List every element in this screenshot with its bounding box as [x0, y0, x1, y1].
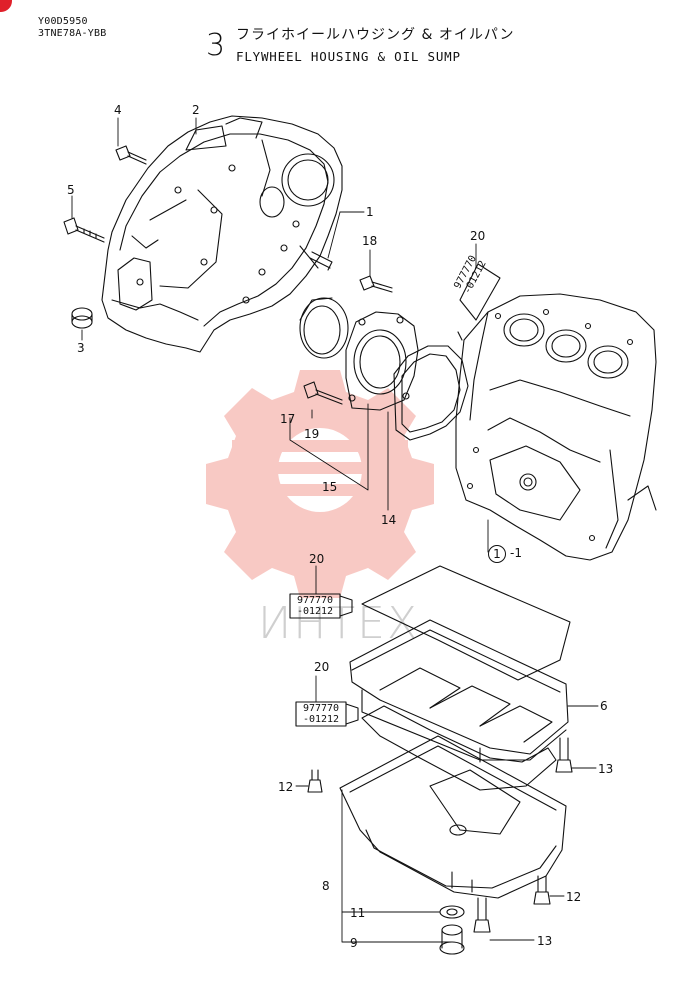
reference-circle-number: 1 — [493, 547, 501, 561]
leader-lines — [71, 117, 599, 943]
drain-washer — [439, 905, 465, 919]
oil-seal — [299, 297, 349, 359]
bolt-12-right — [533, 875, 551, 905]
tube-code-line2: -01212 — [302, 714, 340, 725]
callout-14: 14 — [381, 513, 397, 527]
cylinder-block — [455, 293, 657, 561]
section-number: 3 — [206, 28, 226, 63]
callout-20-middle: 20 — [309, 552, 325, 566]
bolt-18 — [359, 275, 393, 293]
upper-oil-pan — [349, 619, 569, 763]
engine-model: 3TNE78A-YBB — [38, 28, 107, 39]
callout-13-upper: 13 — [598, 762, 614, 776]
callout-12-right: 12 — [566, 890, 582, 904]
callout-19: 19 — [304, 427, 320, 441]
title-japanese: フライホイールハウジング & オイルパン — [236, 27, 515, 43]
plug-3 — [71, 307, 93, 329]
callout-15: 15 — [322, 480, 338, 494]
callout-9: 9 — [350, 936, 358, 950]
drain-plug — [439, 924, 465, 955]
callout-20-top: 20 — [470, 229, 486, 243]
tube-code-line1: 977770 — [296, 595, 334, 606]
upper-pan-gasket — [361, 565, 571, 681]
sealant-tube-label-middle: 977770 -01212 — [290, 595, 340, 617]
tube-code-line2: -01212 — [296, 606, 334, 617]
bolt-4 — [115, 145, 147, 165]
bolt-5 — [63, 217, 105, 243]
rear-gasket — [393, 345, 469, 441]
document-code: Y00D5950 — [38, 16, 88, 27]
flywheel-housing — [101, 115, 343, 353]
reference-suffix: -1 — [510, 546, 522, 560]
sealant-tube-top-shape — [457, 263, 501, 341]
seal-retainer — [345, 311, 419, 411]
reference-circle: 1 — [488, 545, 506, 563]
callout-12-left: 12 — [278, 780, 294, 794]
sealant-tube-label-lower: 977770 -01212 — [296, 703, 346, 725]
callout-4: 4 — [114, 103, 122, 117]
callout-18: 18 — [362, 234, 378, 248]
callout-6: 6 — [600, 699, 608, 713]
callout-3: 3 — [77, 341, 85, 355]
callout-17: 17 — [280, 412, 296, 426]
bolt-13-upper — [555, 737, 573, 773]
callout-8: 8 — [322, 879, 330, 893]
callout-2: 2 — [192, 103, 200, 117]
dowel-pin — [309, 251, 333, 271]
callout-1: 1 — [366, 205, 374, 219]
lower-pan-gasket — [361, 705, 557, 791]
bolt-19 — [303, 381, 343, 405]
title-english: FLYWHEEL HOUSING & OIL SUMP — [236, 49, 461, 64]
tube-code-line1: 977770 — [302, 703, 340, 714]
callout-13-lower: 13 — [537, 934, 553, 948]
sealant-tube-middle-shape — [289, 593, 353, 619]
oil-sump — [339, 735, 567, 899]
callout-20-lower: 20 — [314, 660, 330, 674]
sealant-tube-lower-shape — [295, 701, 359, 727]
bolt-13-lower — [473, 897, 491, 933]
callout-11: 11 — [350, 906, 366, 920]
callout-5: 5 — [67, 183, 75, 197]
bolt-12-left — [307, 769, 323, 793]
